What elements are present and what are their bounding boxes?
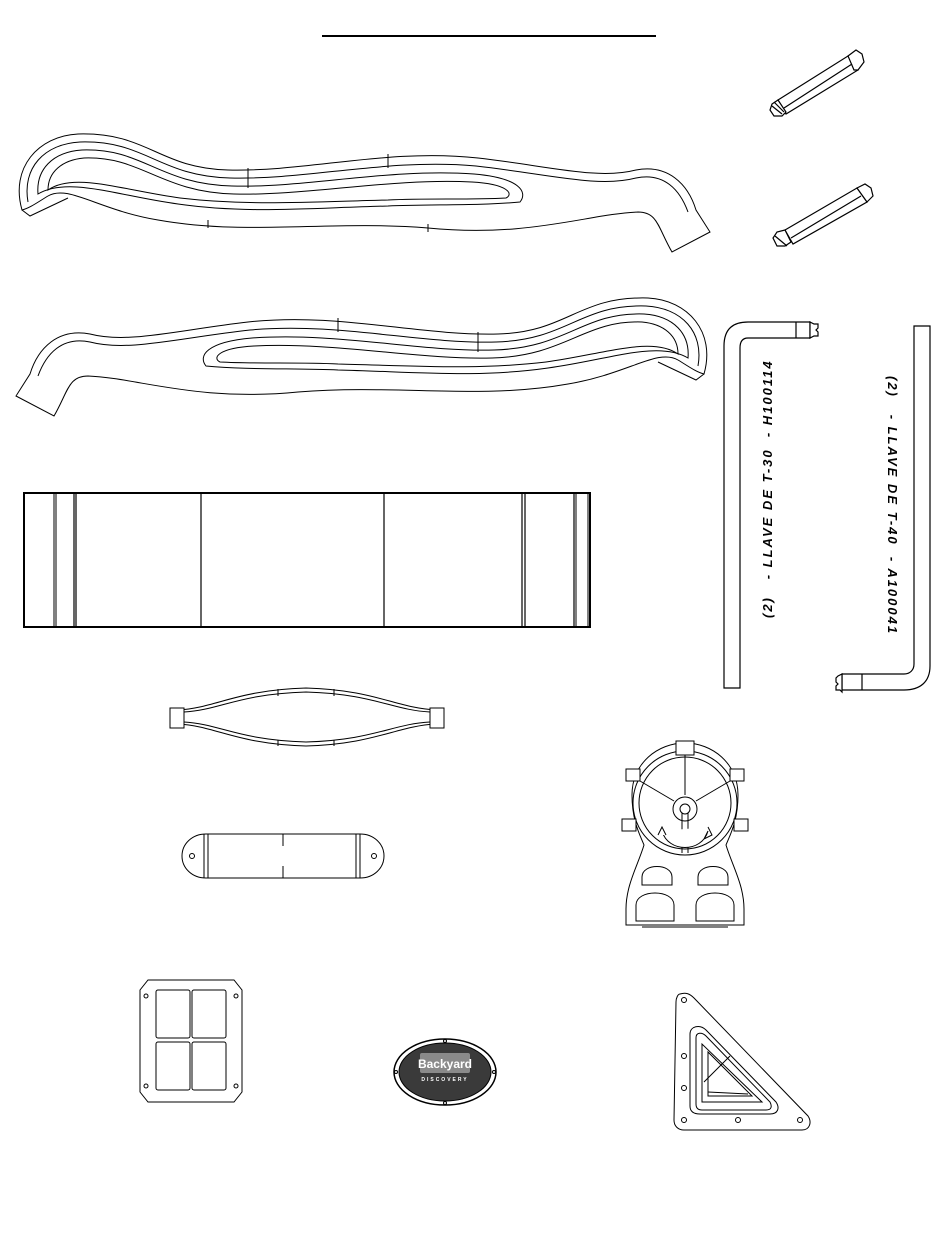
t40-code: - A100041 [885, 557, 900, 635]
wavy-slide-rail-left-icon [8, 128, 718, 260]
plaque-sub: DISCOVERY [392, 1077, 498, 1083]
plaque-brand: Backyard [392, 1057, 498, 1071]
t40-key-label: (2) - LLAVE DE T-40 - A100041 [885, 376, 900, 635]
swing-seat-icon [166, 684, 448, 750]
title-rule [322, 35, 656, 37]
t40-allen-key-icon [834, 322, 934, 694]
ship-wheel-panel-icon [612, 735, 758, 935]
t30-qty: (2) [760, 596, 775, 618]
wavy-slide-rail-right-icon [8, 292, 718, 424]
window-panel-icon [138, 978, 244, 1104]
triangle-bracket-icon [650, 990, 814, 1134]
torx-bit-upper-icon [760, 42, 870, 122]
torx-bit-lower-icon [765, 180, 880, 250]
t30-key-label: (2) - LLAVE DE T-30 - H100114 [760, 359, 775, 618]
brand-plaque-icon [392, 1037, 498, 1107]
t30-code: - H100114 [760, 359, 775, 437]
flat-board-icon [22, 490, 594, 630]
brand-plaque: Backyard DISCOVERY [392, 1037, 498, 1107]
t40-qty: (2) [885, 376, 900, 398]
handle-grip-icon [178, 830, 388, 882]
t30-name: - LLAVE DE T-30 [760, 448, 775, 579]
t40-name: - LLAVE DE T-40 [885, 415, 900, 546]
